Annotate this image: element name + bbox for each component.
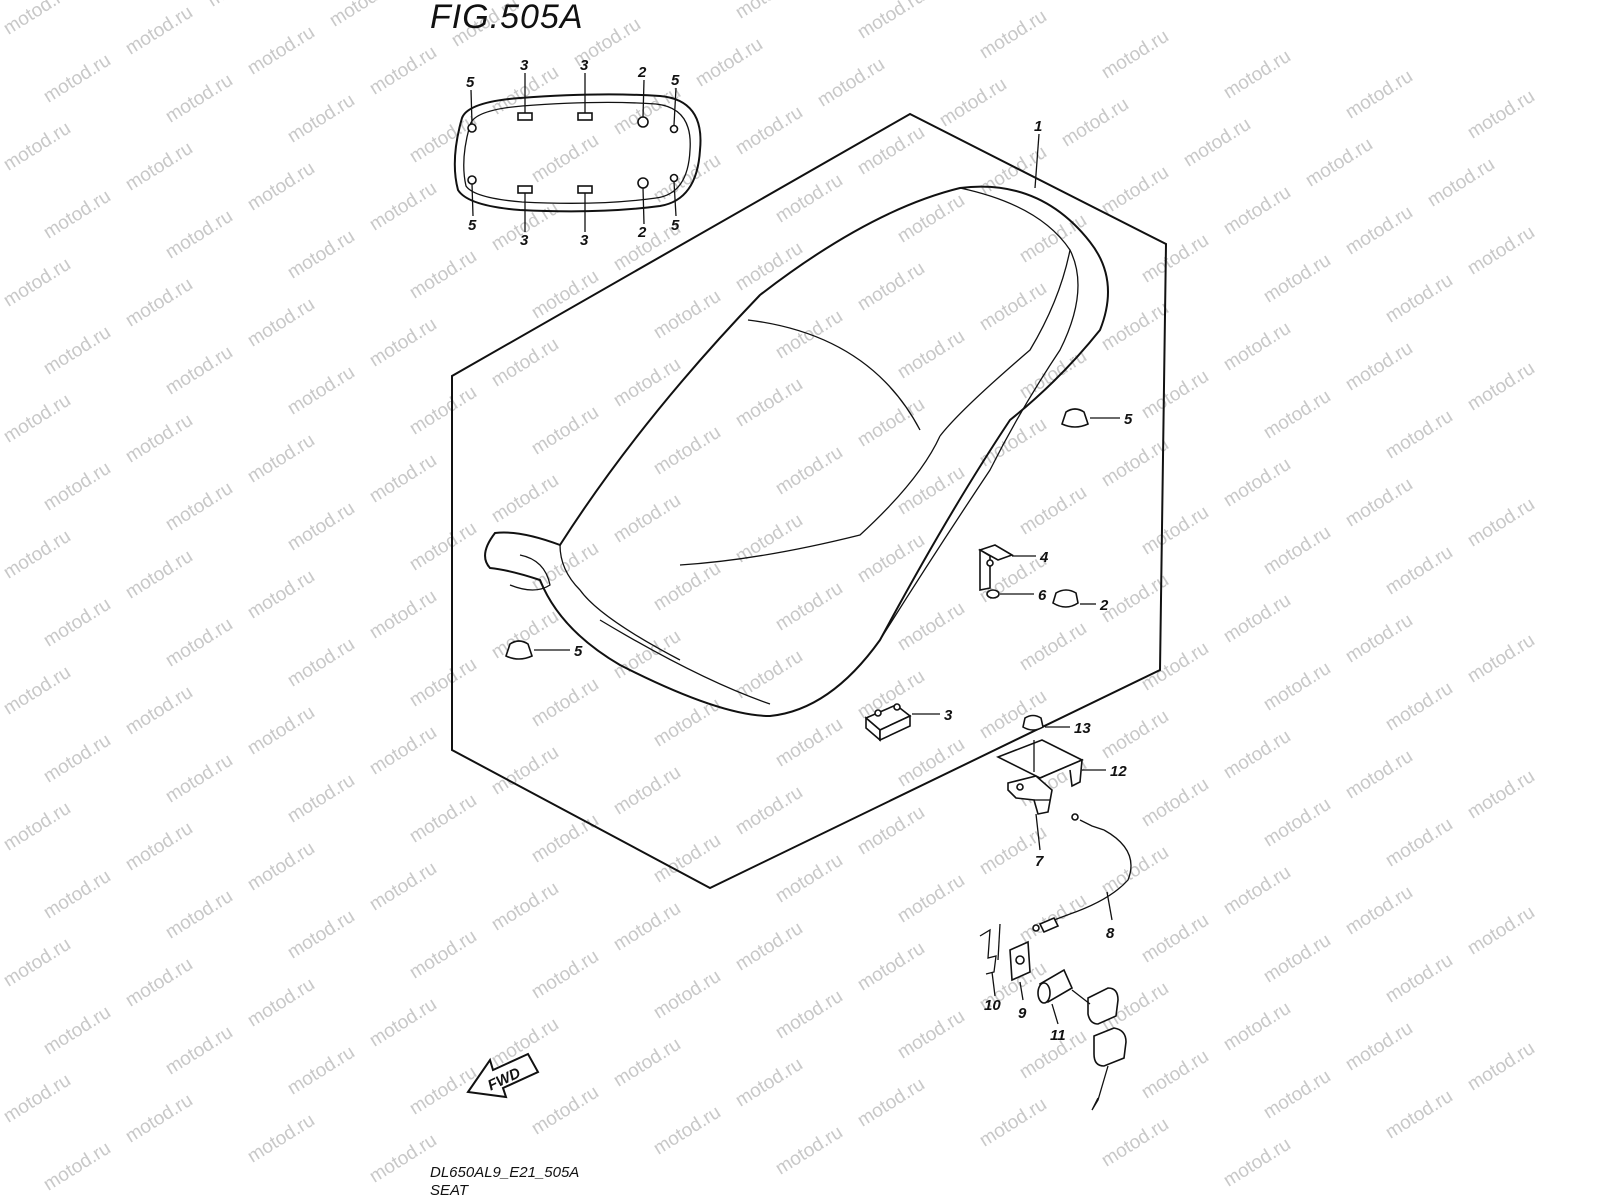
seat-underside-inset: 5 3 3 2 5 5 3 3 2 5: [453, 57, 702, 249]
figure-title: FIG.505A: [430, 0, 584, 36]
callout-9: 9: [1018, 1005, 1027, 1022]
latch-bracket: [996, 739, 1106, 788]
lock-clip: [979, 923, 1001, 997]
callout-3-bottom: 3: [944, 707, 953, 724]
inset-callout-3-top-a: 3: [520, 57, 529, 74]
inset-callout-3-bottom-b: 3: [580, 232, 589, 249]
forward-arrow-icon: FWD: [466, 1052, 540, 1099]
callout-13: 13: [1074, 720, 1091, 737]
callout-5-right: 5: [1124, 411, 1133, 428]
washer: [986, 589, 1034, 599]
seat-drawing: [484, 185, 1109, 718]
inset-callout-5-bottom-right: 5: [671, 217, 680, 234]
callout-6: 6: [1038, 587, 1047, 604]
rubber-bumper-left: [505, 640, 570, 660]
diagram-code: DL650AL9_E21_505A: [430, 1164, 580, 1181]
nut: [1022, 714, 1070, 731]
inset-callout-3-top-b: 3: [580, 57, 589, 74]
callout-5-left: 5: [574, 643, 583, 660]
inset-callout-5-bottom-left: 5: [468, 217, 477, 234]
cushion-block: [864, 703, 940, 742]
seat-lock-set: [1037, 968, 1127, 1111]
inset-callout-2-bottom: 2: [637, 224, 647, 241]
seat-latch: [1007, 775, 1053, 851]
callout-2-right: 2: [1099, 597, 1109, 614]
assembly-boundary: [451, 112, 1168, 890]
callout-12: 12: [1110, 763, 1127, 780]
callout-7: 7: [1035, 853, 1044, 870]
callout-8: 8: [1106, 925, 1115, 942]
inset-callout-2-top: 2: [637, 64, 647, 81]
inset-callout-5-top-right: 5: [671, 72, 680, 89]
diagram-section-name: SEAT: [430, 1182, 469, 1199]
inset-callout-3-bottom-a: 3: [520, 232, 529, 249]
rubber-bumper-right: [1061, 408, 1120, 428]
cushion-right: [1052, 589, 1096, 608]
lock-plate: [1009, 940, 1031, 1001]
seat-lock-cable: [1032, 813, 1132, 934]
callout-4: 4: [1039, 549, 1049, 566]
callout-1-seat: 1: [1034, 118, 1042, 135]
callout-10: 10: [984, 997, 1001, 1014]
callout-11: 11: [1050, 1027, 1066, 1044]
seat-bracket: [978, 544, 1036, 591]
inset-callout-5-top-left: 5: [466, 74, 475, 91]
